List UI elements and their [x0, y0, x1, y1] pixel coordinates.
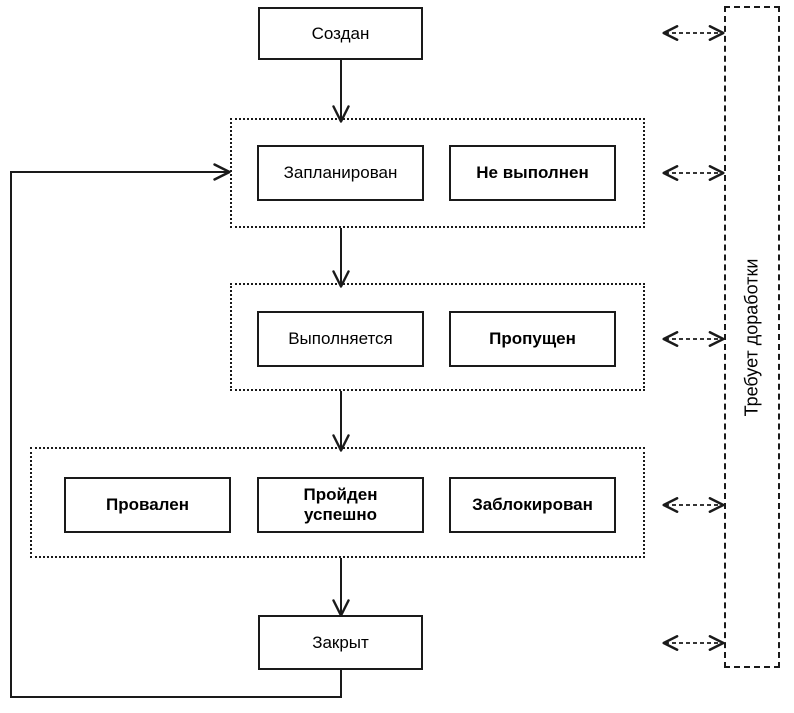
- state-node-closed[interactable]: Закрыт: [258, 615, 423, 670]
- state-node-created[interactable]: Создан: [258, 7, 423, 60]
- rework-band-label: Требует доработки: [741, 258, 762, 416]
- state-node-planned[interactable]: Запланирован: [257, 145, 424, 201]
- rework-band-label-wrap: Требует доработки: [726, 8, 778, 666]
- state-node-in-progress[interactable]: Выполняется: [257, 311, 424, 367]
- rework-band[interactable]: Требует доработки: [724, 6, 780, 668]
- state-node-skipped[interactable]: Пропущен: [449, 311, 616, 367]
- state-node-passed[interactable]: Пройден успешно: [257, 477, 424, 533]
- state-node-blocked[interactable]: Заблокирован: [449, 477, 616, 533]
- state-node-not-done[interactable]: Не выполнен: [449, 145, 616, 201]
- state-node-failed[interactable]: Провален: [64, 477, 231, 533]
